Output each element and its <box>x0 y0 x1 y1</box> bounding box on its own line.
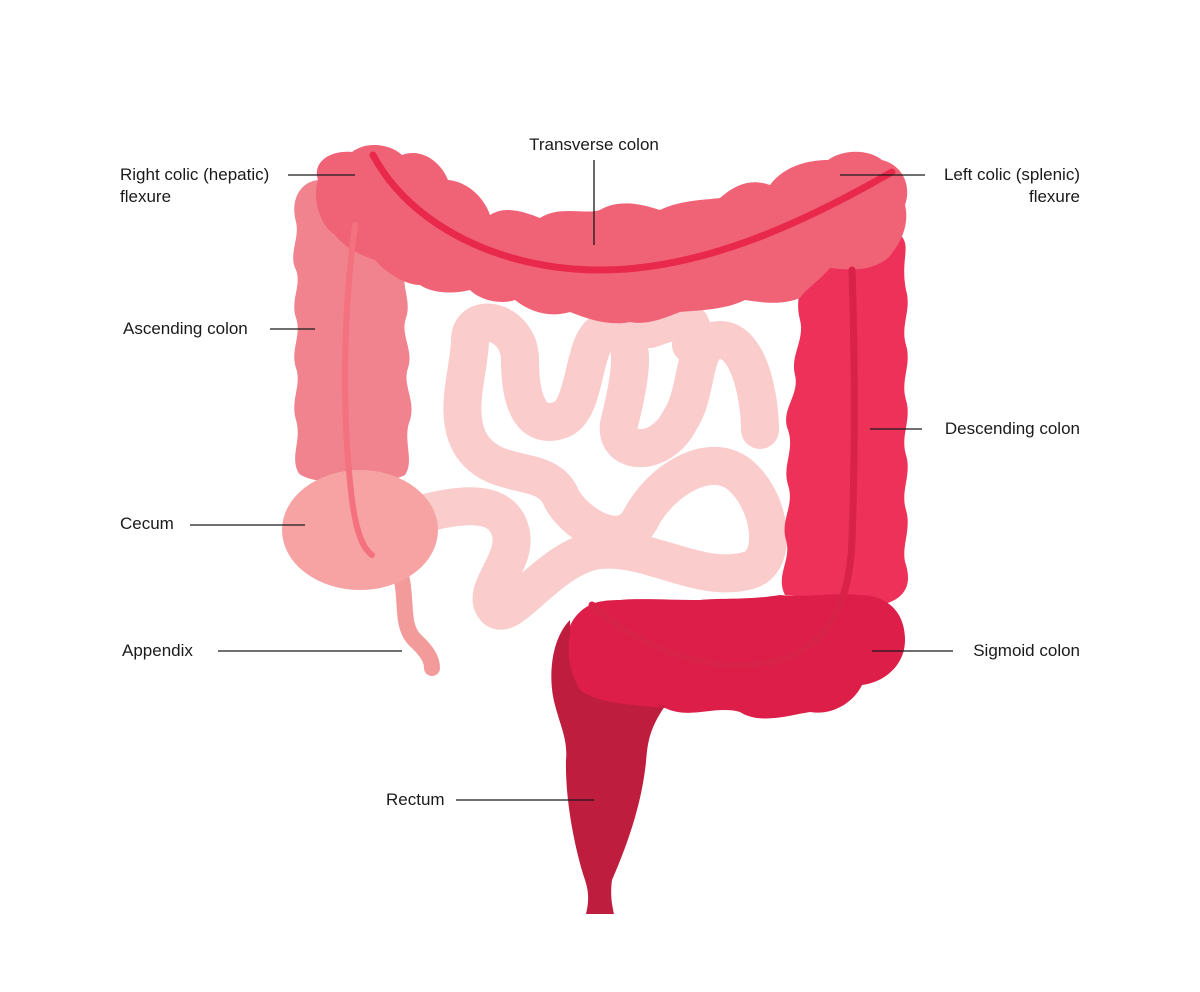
label-appendix: Appendix <box>122 640 193 662</box>
label-sigmoid-colon: Sigmoid colon <box>900 640 1080 662</box>
label-descending-colon: Descending colon <box>880 418 1080 440</box>
transverse-colon-shape <box>315 144 908 324</box>
small-intestine <box>381 302 788 630</box>
label-cecum: Cecum <box>120 513 174 535</box>
label-transverse-colon-text: Transverse colon <box>529 135 659 154</box>
rectum-shape <box>551 620 665 914</box>
label-sigmoid-colon-text: Sigmoid colon <box>973 641 1080 660</box>
label-hepatic-line1: Right colic (hepatic) <box>120 165 270 184</box>
ascending-colon-taenia <box>341 222 375 558</box>
leader-lines <box>190 160 953 801</box>
descending-colon-taenia <box>588 266 858 669</box>
label-transverse-colon: Transverse colon <box>494 134 694 156</box>
label-cecum-text: Cecum <box>120 514 174 533</box>
label-hepatic-flexure: Right colic (hepatic) flexure <box>120 164 269 208</box>
small-intestine-coil <box>381 303 788 630</box>
transverse-colon-taenia <box>369 151 896 274</box>
label-ascending-colon-text: Ascending colon <box>123 319 248 338</box>
small-intestine-coil <box>632 302 711 363</box>
label-rectum: Rectum <box>386 789 445 811</box>
label-appendix-text: Appendix <box>122 641 193 660</box>
sigmoid-colon-shape <box>566 594 905 719</box>
label-splenic-line2: flexure <box>1028 187 1080 206</box>
label-splenic-line1: Left colic (splenic) <box>943 165 1080 184</box>
label-splenic-flexure: Left colic (splenic) flexure <box>880 164 1080 208</box>
descending-colon-shape <box>781 232 909 605</box>
label-hepatic-line2: flexure <box>120 187 172 206</box>
label-descending-colon-text: Descending colon <box>944 419 1080 438</box>
appendix-shape <box>392 564 440 676</box>
rectum-overlap <box>568 606 665 708</box>
label-ascending-colon: Ascending colon <box>123 318 248 340</box>
label-rectum-text: Rectum <box>386 790 445 809</box>
